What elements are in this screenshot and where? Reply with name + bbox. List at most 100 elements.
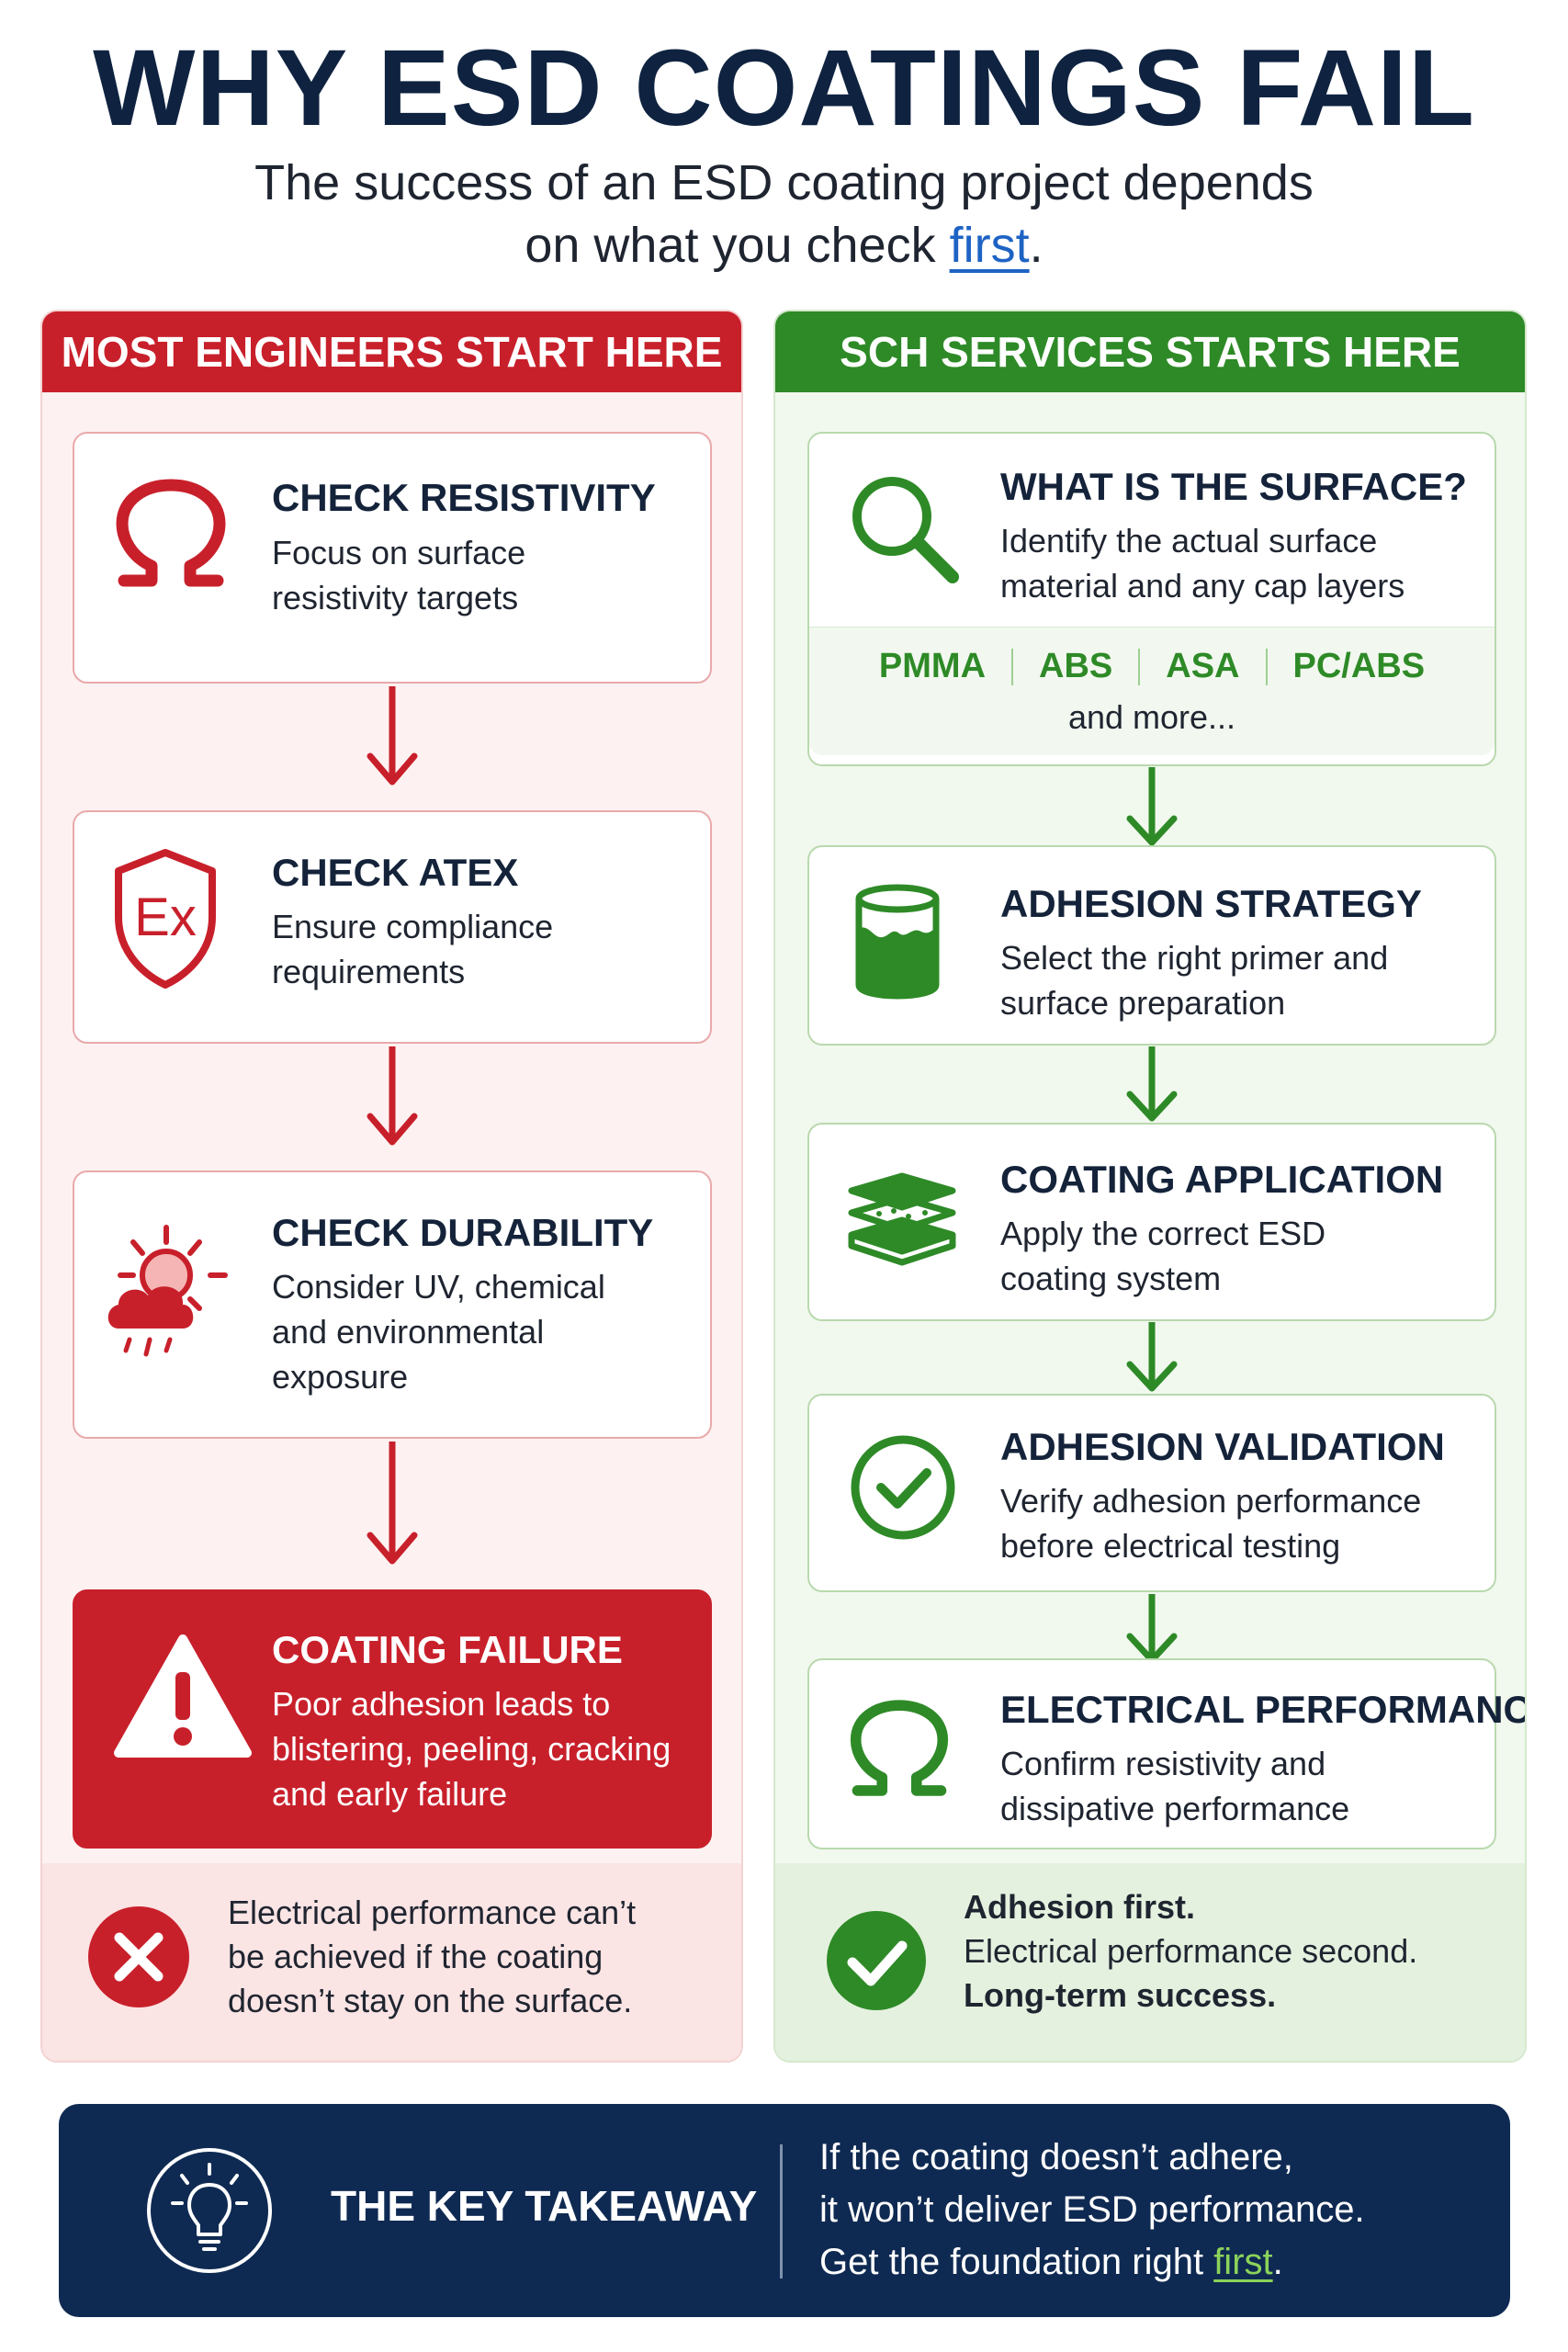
warning-icon (114, 1634, 252, 1758)
subtitle-line-2-text: on what you check (525, 218, 950, 273)
material-tag: ASA (1166, 647, 1240, 685)
weather-icon (107, 1225, 228, 1357)
takeaway-suffix: . (1272, 2242, 1283, 2282)
check-badge-icon (827, 1911, 926, 2010)
step-adhesion-validation: ADHESION VALIDATION Verify adhesion perf… (807, 1394, 1496, 1592)
omega-icon (850, 1700, 949, 1796)
failure-desc-line: Poor adhesion leads to (272, 1685, 611, 1723)
step-desc-line: Apply the correct ESD (1000, 1215, 1326, 1252)
step-title: CHECK DURABILITY (272, 1211, 654, 1254)
step-electrical-performance: ELECTRICAL PERFORMANCE Confirm resistivi… (807, 1658, 1525, 1849)
tag-divider (1011, 648, 1014, 685)
subtitle-line-2: on what you check first. (0, 214, 1568, 277)
takeaway-divider (780, 2144, 783, 2278)
step-description: Verify adhesion performance before elect… (1000, 1478, 1421, 1568)
arrow-down-icon (367, 1046, 418, 1146)
step-desc-line: exposure (272, 1358, 409, 1396)
step-desc-line: Confirm resistivity and (1000, 1745, 1326, 1782)
omega-icon (116, 479, 226, 587)
arrow-down-icon (367, 1442, 418, 1565)
note-line: doesn’t stay on the surface. (228, 1982, 633, 2019)
step-desc-line: dissipative performance (1000, 1790, 1350, 1827)
subtitle-line-1: The success of an ESD coating project de… (254, 155, 1314, 210)
coating-failure-card: COATING FAILURE Poor adhesion leads to b… (73, 1589, 712, 1849)
atex-shield-icon: Ex (115, 849, 216, 989)
material-tag: ABS (1039, 647, 1113, 685)
arrow-down-icon (1126, 767, 1178, 846)
step-desc-line: material and any cap layers (1000, 567, 1405, 605)
step-description: Identify the actual surface material and… (1000, 518, 1404, 608)
failure-title: COATING FAILURE (272, 1628, 623, 1671)
step-description: Consider UV, chemical and environmental … (272, 1264, 605, 1399)
takeaway-line: If the coating doesn’t adhere, (819, 2137, 1293, 2177)
step-coating-application: COATING APPLICATION Apply the correct ES… (807, 1123, 1496, 1321)
material-tag: PMMA (878, 647, 987, 685)
failure-desc-line: blistering, peeling, cracking (272, 1730, 671, 1768)
tag-divider (1265, 648, 1268, 685)
x-circle-icon (88, 1906, 189, 2007)
step-desc-line: Focus on surface (272, 534, 526, 571)
step-title: ELECTRICAL PERFORMANCE (1000, 1688, 1527, 1731)
left-column: MOST ENGINEERS START HERE CHECK RESISTIV… (40, 310, 743, 2063)
takeaway-line: Get the foundation right first. (819, 2236, 1365, 2289)
layers-icon (848, 1172, 956, 1266)
step-title: CHECK ATEX (272, 851, 519, 894)
takeaway-line: it won’t deliver ESD performance. (819, 2189, 1365, 2230)
primer-can-icon (855, 884, 940, 1000)
step-desc-line: surface preparation (1000, 984, 1286, 1022)
materials-band (809, 627, 1495, 755)
step-what-is-the-surface: WHAT IS THE SURFACE? Identify the actual… (807, 432, 1496, 766)
step-description: Ensure compliance requirements (272, 904, 553, 994)
step-title: ADHESION VALIDATION (1000, 1425, 1445, 1468)
key-takeaway-banner: THE KEY TAKEAWAY If the coating doesn’t … (59, 2104, 1510, 2317)
arrow-down-icon (1126, 1594, 1178, 1664)
left-note: Electrical performance can’t be achieved… (42, 1863, 741, 2061)
step-desc-line: before electrical testing (1000, 1527, 1341, 1565)
takeaway-line-text: Get the foundation right (819, 2242, 1214, 2282)
subtitle-suffix: . (1029, 218, 1043, 273)
note-line: Electrical performance can’t (228, 1894, 637, 1931)
takeaway-highlight-first: first (1213, 2242, 1273, 2282)
step-title: COATING APPLICATION (1000, 1158, 1444, 1201)
arrow-down-icon (1126, 1046, 1178, 1122)
step-desc-line: requirements (272, 953, 466, 990)
step-desc-line: resistivity targets (272, 579, 519, 616)
page-subtitle: The success of an ESD coating project de… (0, 152, 1568, 277)
note-line: Adhesion first. (964, 1888, 1196, 1926)
arrow-down-icon (367, 686, 418, 786)
step-title: CHECK RESISTIVITY (272, 476, 656, 519)
step-description: Apply the correct ESD coating system (1000, 1211, 1325, 1301)
step-desc-line: Consider UV, chemical (272, 1268, 605, 1306)
step-title: ADHESION STRATEGY (1000, 882, 1422, 925)
tag-divider (1138, 648, 1141, 685)
lightbulb-icon (147, 2148, 272, 2273)
arrow-down-icon (1126, 1322, 1178, 1392)
failure-desc-line: and early failure (272, 1775, 508, 1813)
step-desc-line: coating system (1000, 1260, 1222, 1297)
note-line: Electrical performance second. (964, 1932, 1418, 1970)
failure-description: Poor adhesion leads to blistering, peeli… (272, 1681, 671, 1816)
step-desc-line: and environmental (272, 1313, 545, 1351)
left-note-text: Electrical performance can’t be achieved… (228, 1891, 636, 2023)
step-check-resistivity: CHECK RESISTIVITY Focus on surface resis… (73, 432, 712, 684)
step-check-durability: CHECK DURABILITY Consider UV, chemical a… (73, 1170, 712, 1439)
magnifier-icon (852, 477, 959, 583)
note-line: be achieved if the coating (228, 1938, 604, 1975)
check-circle-icon (851, 1435, 955, 1540)
step-description: Select the right primer and surface prep… (1000, 935, 1388, 1025)
note-line: Long-term success. (964, 1976, 1277, 2014)
step-desc-line: Select the right primer and (1000, 939, 1389, 977)
materials-more: and more... (1067, 698, 1236, 736)
step-check-atex: Ex CHECK ATEX Ensure compliance requirem… (73, 810, 712, 1044)
step-description: Focus on surface resistivity targets (272, 530, 525, 620)
atex-ex-label: Ex (134, 888, 197, 947)
step-adhesion-strategy: ADHESION STRATEGY Select the right prime… (807, 845, 1496, 1046)
step-desc-line: Identify the actual surface (1000, 522, 1378, 560)
left-column-header: MOST ENGINEERS START HERE (42, 311, 741, 392)
takeaway-text: If the coating doesn’t adhere, it won’t … (819, 2132, 1365, 2289)
right-column-header: SCH SERVICES STARTS HERE (775, 311, 1525, 392)
material-tag: PC/ABS (1292, 647, 1426, 685)
page-title: WHY ESD COATINGS FAIL (93, 28, 1475, 149)
subtitle-highlight-first: first (949, 218, 1030, 273)
right-column: SCH SERVICES STARTS HERE WHAT IS THE SUR… (773, 310, 1527, 2063)
